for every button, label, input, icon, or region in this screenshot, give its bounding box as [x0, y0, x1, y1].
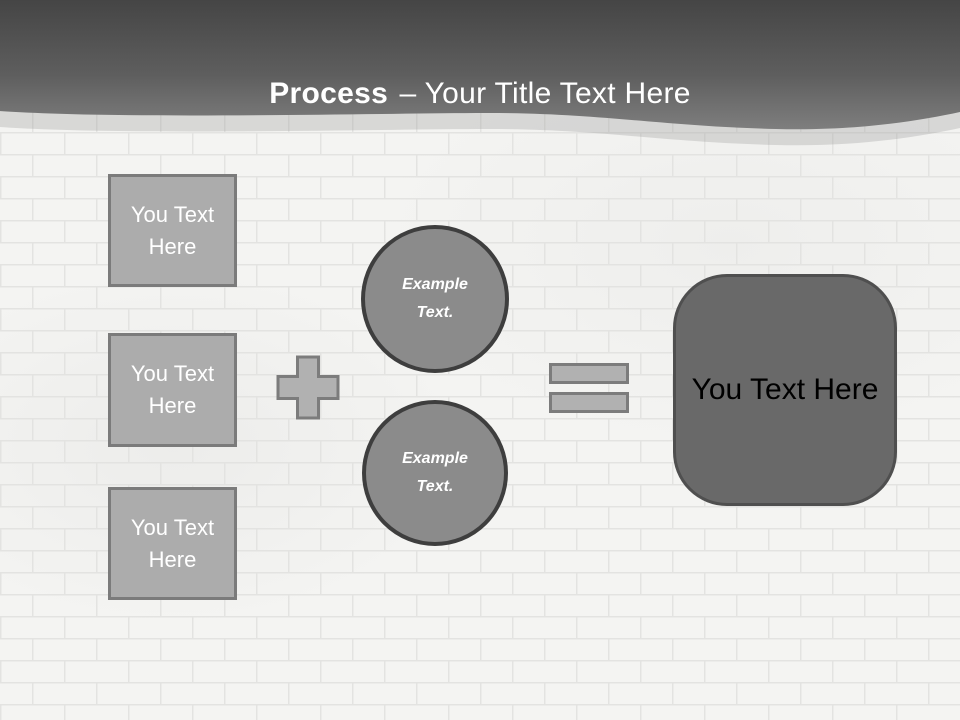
page-title: Process – Your Title Text Here: [0, 76, 960, 112]
example-circle-1: Example Text.: [361, 225, 509, 373]
title-bold-text: Process: [269, 77, 389, 111]
title-regular-text: – Your Title Text Here: [399, 77, 691, 111]
process-input-box-2: You Text Here: [108, 333, 237, 447]
process-input-box-1: You Text Here: [108, 174, 237, 287]
circle-label: Example Text.: [402, 450, 468, 495]
equals-icon: [549, 363, 629, 413]
plus-icon: [276, 355, 340, 420]
equals-top-bar: [549, 363, 629, 384]
process-input-box-3: You Text Here: [108, 487, 237, 600]
box-label: You Text Here: [130, 361, 215, 418]
box-label: You Text Here: [130, 514, 215, 572]
result-box: You Text Here: [673, 274, 897, 506]
circle-label: Example Text.: [402, 276, 468, 321]
example-circle-2: Example Text.: [362, 400, 508, 546]
result-box-label: You Text Here: [691, 373, 879, 406]
equals-bottom-bar: [549, 392, 629, 413]
box-label: You Text Here: [130, 201, 215, 259]
